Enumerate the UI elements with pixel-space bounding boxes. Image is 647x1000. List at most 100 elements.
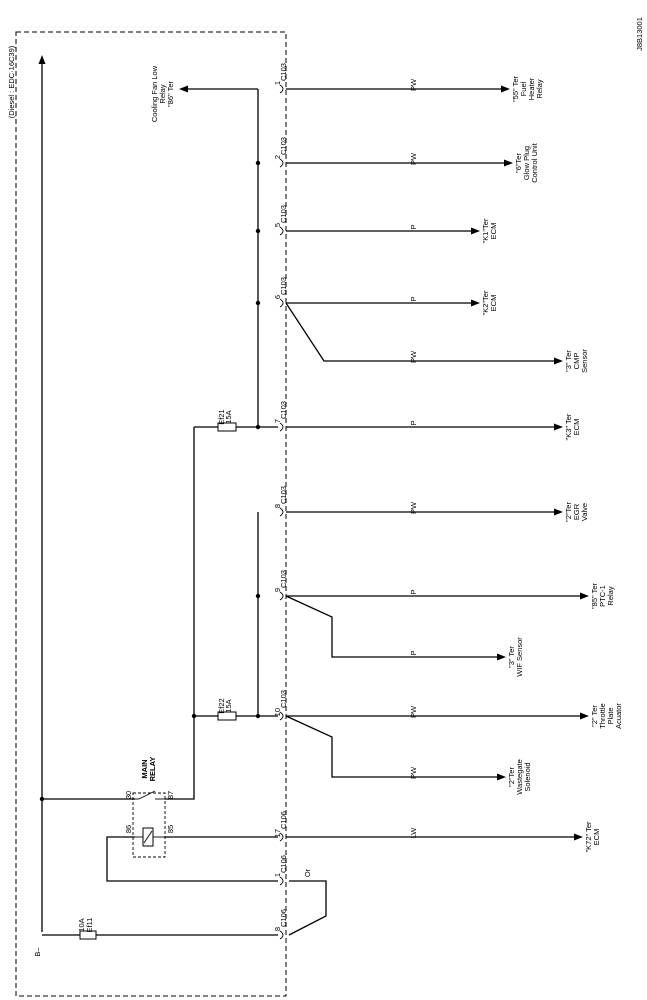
branch-dest-6-line-1: "3" Ter xyxy=(564,350,573,372)
branch-arrow xyxy=(497,653,506,661)
wire-color-label: LW xyxy=(409,827,418,839)
dest-7-line-1: "K3" Ter xyxy=(564,413,573,440)
connector-pin-mark xyxy=(279,158,284,168)
main-relay xyxy=(132,790,166,858)
cooling-fan-line-2: Relay xyxy=(158,84,167,103)
connector-id: C103 xyxy=(279,401,288,419)
branch-wire xyxy=(285,715,500,778)
connector-id: C103 xyxy=(279,63,288,81)
connector-id: C103 xyxy=(279,570,288,588)
wire-arrow xyxy=(574,833,583,841)
wire-color-label: PW xyxy=(409,501,418,514)
relay-pin-86: 86 xyxy=(124,825,133,833)
branch-wire xyxy=(285,595,500,658)
dest-8-line-3: Valve xyxy=(580,503,589,521)
wire-arrow xyxy=(580,712,589,720)
branch-dest-9-line-2: WIF Sensor xyxy=(515,637,524,677)
fuse-ef11-rating: 10A xyxy=(77,918,86,931)
dest-6-line-2: ECM xyxy=(489,295,498,312)
dest-2-line-2: Glow Plug xyxy=(522,146,531,180)
wire-relay-87 xyxy=(165,427,195,800)
dest-1-line-4: Relay xyxy=(535,79,544,98)
branch-dest-9-line-1: "3" Ter xyxy=(507,646,516,668)
connector-pin-number: 1 xyxy=(273,873,282,877)
connector-pin-number: 1 xyxy=(273,81,282,85)
branch-dest-10-line-2: Wastegate xyxy=(515,759,524,795)
wire-color-label: P xyxy=(409,224,418,229)
relay-pin-30: 30 xyxy=(124,791,133,799)
relay-title-2: RELAY xyxy=(148,757,157,782)
dest-1-line-1: "55" Ter xyxy=(511,75,520,102)
branch-color-label: P xyxy=(409,650,418,655)
dest-7-line-2: ECM xyxy=(572,419,581,436)
dest-10-line-2: Throttle xyxy=(598,703,607,728)
connector-pin-mark xyxy=(279,298,284,308)
connector-id: C106 xyxy=(279,811,288,829)
connector-pin-mark xyxy=(279,711,284,721)
branch-wire xyxy=(285,302,557,362)
wire-arrow xyxy=(580,592,589,600)
branch-color-label: PW xyxy=(409,766,418,779)
drawing-id: J8B13001 xyxy=(635,17,644,51)
connector-id: C103 xyxy=(279,486,288,504)
connector-id: C103 xyxy=(279,137,288,155)
dest-17-line-1: "K72" Ter xyxy=(584,821,593,853)
dest-1-line-2: Fuel xyxy=(519,81,528,96)
connector-pin-mark xyxy=(279,422,284,432)
wire-color-label: PW xyxy=(409,152,418,165)
connector-pin-mark xyxy=(279,84,284,94)
fuse-ef22-name: Ef22 xyxy=(217,698,226,713)
or-label: Or xyxy=(303,868,312,877)
connector-pin-mark xyxy=(279,930,284,940)
connector-pin-number: 7 xyxy=(273,419,282,423)
cooling-fan-line-3: "86" Ter xyxy=(166,80,175,107)
wire-color-label: PW xyxy=(409,78,418,91)
connector-pin-mark xyxy=(279,226,284,236)
dest-8-line-2: EGR xyxy=(572,503,581,520)
wire-arrow xyxy=(471,299,480,307)
relay-title-1: MAIN xyxy=(140,759,149,778)
fuse-ef21-rating: 15A xyxy=(224,410,233,423)
connector-pin-number: 8 xyxy=(273,927,282,931)
bus-junctions xyxy=(255,160,261,719)
connector-pin-number: 9 xyxy=(273,588,282,592)
dest-9-line-2: PTC-1 xyxy=(598,585,607,607)
wire-arrow xyxy=(554,508,563,516)
connector-pin-number: 6 xyxy=(273,295,282,299)
harness-label: (Diesel : EDC·16C39) xyxy=(7,45,16,118)
connector-pin-number: 17 xyxy=(273,829,282,837)
wire-arrow xyxy=(471,227,480,235)
connector-id: C106 xyxy=(279,909,288,927)
branch-color-label: PW xyxy=(409,350,418,363)
wire-color-label: PW xyxy=(409,705,418,718)
dest-5-line-2: ECM xyxy=(489,223,498,240)
connector-pin-mark xyxy=(279,507,284,517)
cooling-fan-arrow xyxy=(179,85,188,93)
dest-5-line-1: "K1"Ter xyxy=(481,218,490,243)
dest-10-line-1: "2" Ter xyxy=(590,705,599,727)
connector-pin-number: 2 xyxy=(273,155,282,159)
wire-color-label: P xyxy=(409,589,418,594)
dest-1-line-3: Heater xyxy=(527,77,536,100)
dest-17-line-2: ECM xyxy=(592,829,601,846)
fuse-ef22-rating: 15A xyxy=(224,699,233,712)
relay-pin-85: 85 xyxy=(166,825,175,833)
branch-dest-6-line-3: Sensor xyxy=(580,349,589,373)
connector-id: C103 xyxy=(279,277,288,295)
branch-dest-10-line-1: "2"Ter xyxy=(507,767,516,787)
